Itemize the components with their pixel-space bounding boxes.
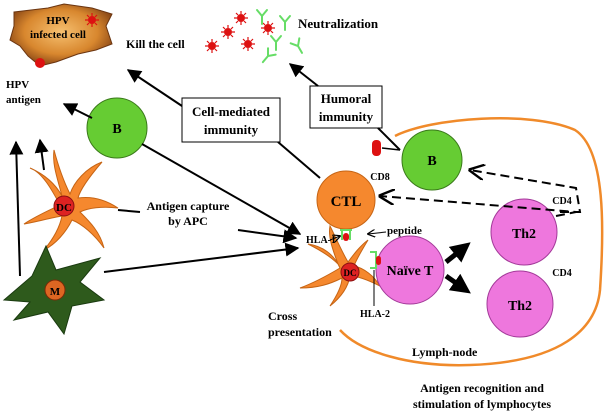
humoral-label-1: Humoral bbox=[321, 91, 372, 106]
dashed-arrows bbox=[380, 170, 582, 217]
arrow-naive-to-th2-top bbox=[444, 242, 471, 264]
peptide-label: peptide bbox=[387, 225, 422, 237]
neutralization-label: Neutralization bbox=[298, 16, 379, 31]
humoral-label-2: immunity bbox=[319, 109, 374, 124]
arrow-b-to-humoral bbox=[377, 127, 401, 151]
dendritic-cell-small-nucleus bbox=[340, 262, 360, 282]
cell-mediated-immunity-box bbox=[181, 97, 281, 143]
th2-bottom-cell bbox=[486, 270, 554, 338]
arrow-m-to-antigen bbox=[9, 140, 24, 277]
hpv-infected-label-2: infected cell bbox=[30, 29, 86, 41]
b-cell-antigen bbox=[372, 140, 381, 156]
dashed-arrow-th2-to-b bbox=[470, 170, 582, 213]
b-cell-receptor bbox=[381, 147, 401, 151]
cross-presentation-label-2: presentation bbox=[268, 325, 332, 339]
dashed-arrow-th2-to-ctl bbox=[380, 196, 577, 217]
cd8-label: CD8 bbox=[370, 172, 389, 183]
arrow-dc-segment bbox=[117, 209, 141, 213]
antigen-capture-label-1: Antigen capture bbox=[147, 199, 230, 213]
antigen-capture-label-2: by APC bbox=[168, 214, 208, 228]
naive-t-cell bbox=[375, 235, 445, 305]
humoral-immunity-box bbox=[309, 85, 383, 129]
lymph-node-outline bbox=[339, 117, 604, 367]
dc-left-label: DC bbox=[56, 202, 72, 214]
pointer-hla1 bbox=[329, 236, 340, 240]
hla2-label: HLA-2 bbox=[360, 309, 390, 320]
hla2-receptor bbox=[370, 251, 377, 269]
cd4-top-label: CD4 bbox=[552, 196, 571, 207]
dendritic-cell-left-nucleus bbox=[53, 195, 75, 217]
virus-particle bbox=[35, 58, 45, 68]
arrow-kill-cell bbox=[126, 69, 183, 107]
b-cell-right bbox=[401, 129, 463, 191]
macrophage-nucleus bbox=[44, 279, 66, 301]
arrow-naive-to-th2-bottom bbox=[444, 273, 471, 294]
naive-t-label: Naïve T bbox=[387, 264, 434, 279]
arrow-capture-to-dc bbox=[237, 229, 298, 244]
arrows bbox=[9, 63, 471, 306]
kill-the-cell-label: Kill the cell bbox=[126, 37, 185, 51]
ctl-label: CTL bbox=[331, 194, 362, 210]
cross-presentation-label-1: Cross bbox=[268, 309, 297, 323]
cell-mediated-label-1: Cell-mediated bbox=[192, 104, 271, 119]
cd4-bottom-label: CD4 bbox=[552, 268, 571, 279]
arrow-b-to-antigen bbox=[62, 103, 93, 119]
b-cell-right-label: B bbox=[427, 154, 436, 169]
dc-small-label: DC bbox=[344, 268, 357, 278]
th2-top-label: Th2 bbox=[512, 227, 536, 242]
arrow-b-to-dc bbox=[141, 143, 302, 235]
th2-bottom-label: Th2 bbox=[508, 299, 532, 314]
antigen-recognition-label-2: stimulation of lymphocytes bbox=[413, 397, 551, 411]
arrow-neutralization bbox=[288, 63, 319, 87]
hpv-antigen-label-1: HPV bbox=[6, 79, 29, 91]
arrow-ctl-to-box bbox=[277, 141, 321, 179]
b-cell-left bbox=[86, 97, 148, 159]
virus-on-infected-cell bbox=[84, 12, 100, 28]
hpv-antigen-label-2: antigen bbox=[6, 94, 41, 106]
antigen-recognition-label-1: Antigen recognition and bbox=[420, 381, 544, 395]
hla2-peptide bbox=[376, 256, 381, 265]
hla1-receptor bbox=[340, 229, 352, 240]
macrophage-label: M bbox=[50, 286, 61, 298]
hla1-label: HLA-1 bbox=[306, 235, 336, 246]
hpv-infected-label-1: HPV bbox=[46, 15, 69, 27]
hla1-peptide bbox=[343, 233, 349, 241]
pointer-peptide bbox=[368, 232, 387, 234]
arrow-dc-to-antigen bbox=[34, 138, 49, 171]
arrow-m-to-dc bbox=[103, 242, 300, 273]
th2-top-cell bbox=[490, 198, 558, 266]
lymph-node-label: Lymph-node bbox=[412, 345, 478, 359]
neutralization-viruses bbox=[204, 10, 276, 54]
b-cell-left-label: B bbox=[112, 122, 121, 137]
cell-mediated-label-2: immunity bbox=[204, 122, 259, 137]
